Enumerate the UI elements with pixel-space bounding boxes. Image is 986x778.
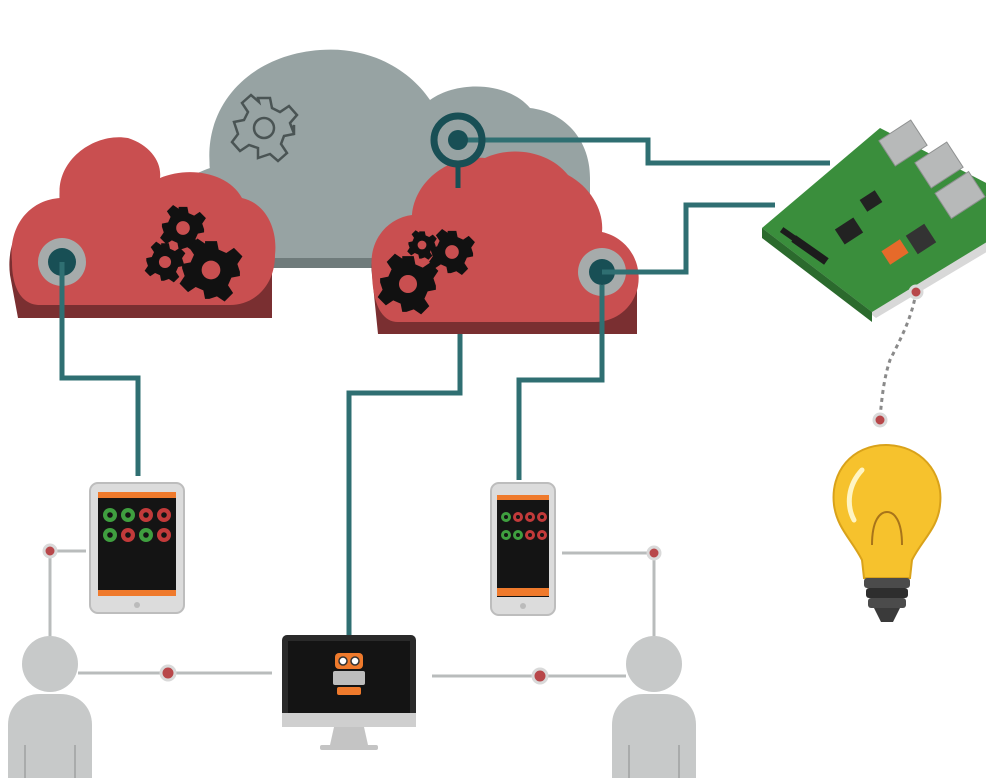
tablet-status-grid: [103, 508, 171, 542]
peer-links: [42, 543, 662, 685]
user-icon-right: [612, 636, 696, 778]
status-indicator-hole: [161, 532, 167, 538]
monitor-icon: [282, 635, 416, 750]
gear-outline-icon: [230, 93, 299, 163]
status-indicator-hole: [107, 532, 113, 538]
status-indicator-hole: [161, 512, 167, 518]
status-indicator-hole: [528, 515, 532, 519]
status-indicator-hole: [540, 533, 544, 537]
status-indicator-hole: [107, 512, 113, 518]
tablet-icon: [89, 482, 185, 614]
status-indicator-hole: [516, 533, 520, 537]
cloud-connection-lines: [59, 137, 830, 637]
status-indicator-hole: [125, 512, 131, 518]
raspberry-pi-board-icon: [762, 119, 986, 322]
smartphone-icon: [490, 482, 556, 616]
status-indicator-hole: [528, 533, 532, 537]
status-indicator-hole: [143, 512, 149, 518]
phone-status-grid: [501, 512, 547, 540]
status-indicator-hole: [125, 532, 131, 538]
status-indicator-hole: [504, 533, 508, 537]
user-icon-left: [8, 636, 92, 778]
app-logo: [333, 653, 365, 695]
right-cloud-body: [371, 151, 639, 322]
status-indicator-hole: [504, 515, 508, 519]
light-bulb-icon: [832, 443, 942, 622]
right-cloud: [371, 151, 639, 334]
left-cloud: [9, 137, 276, 318]
status-indicator-hole: [516, 515, 520, 519]
status-indicator-hole: [143, 532, 149, 538]
main-cloud-connector: [430, 112, 486, 168]
board-bulb-link: [872, 284, 924, 428]
status-indicator-hole: [540, 515, 544, 519]
